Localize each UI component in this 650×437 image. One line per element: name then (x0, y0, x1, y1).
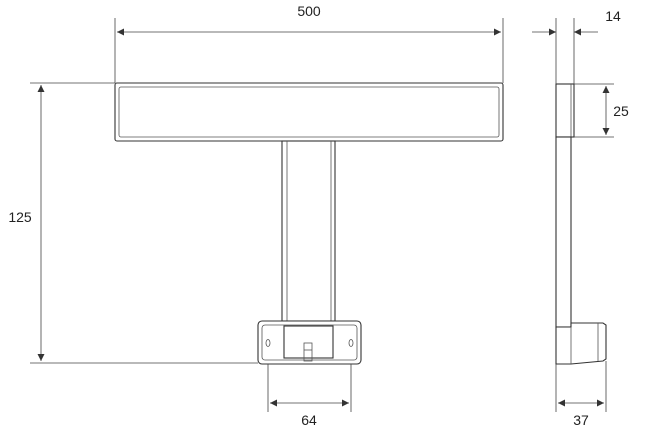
height-dimension: 125 (8, 82, 258, 364)
bar-height-label: 25 (613, 103, 629, 119)
light-bar (114, 82, 504, 142)
support-stem (281, 140, 336, 322)
side-base (555, 322, 607, 365)
base-width-label: 64 (301, 412, 317, 428)
base-depth-label: 37 (573, 412, 589, 428)
mounting-hole-left-icon (265, 339, 271, 347)
mounting-hole-right-icon (348, 339, 354, 347)
depth-dimension: 14 (532, 8, 621, 84)
side-arm (555, 136, 572, 328)
front-view: 500 125 64 (8, 3, 504, 428)
base-width-dimension: 64 (267, 364, 352, 428)
width-label: 500 (297, 3, 321, 19)
base-depth-dimension: 37 (555, 361, 607, 428)
side-view: 14 25 37 (532, 8, 629, 428)
height-label: 125 (8, 209, 32, 225)
bar-height-dimension: 25 (574, 83, 629, 138)
mounting-base (257, 320, 362, 365)
width-dimension: 500 (114, 3, 504, 83)
depth-label: 14 (605, 8, 621, 24)
